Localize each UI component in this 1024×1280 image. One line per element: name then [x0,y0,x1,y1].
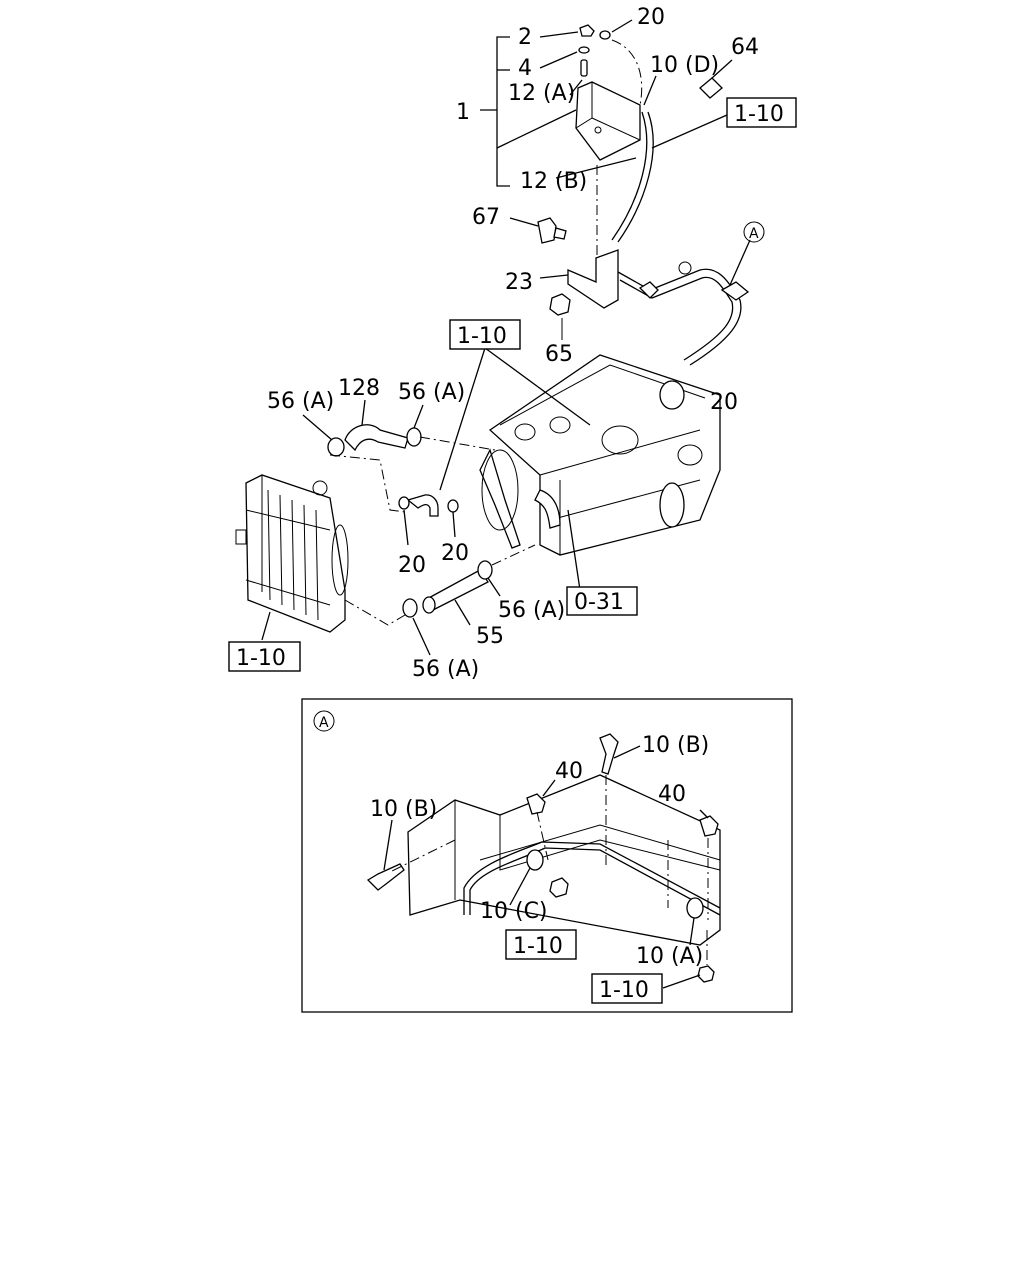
label-part-128: 128 [338,376,380,401]
ref-box-label: 1-10 [457,324,507,349]
ref-box-label: 0-31 [574,590,624,615]
label-part-20-right: 20 [710,390,738,415]
detail-a-inset [301,698,793,1013]
label-part-40-right: 40 [658,782,686,807]
hoses-and-clamps [302,347,591,656]
label-part-20-mid-left: 20 [398,553,426,578]
ref-box-label: 1-10 [513,934,563,959]
label-part-56a-lower-right: 56 (A) [498,598,565,623]
label-part-65: 65 [545,342,573,367]
reference-boxes: 1-10 1-10 0-31 1-10 1-10 1-10 [228,97,797,1004]
label-part-10b-top: 10 (B) [642,733,709,758]
label-part-1: 1 [456,100,470,125]
label-part-56a-upper-right: 56 (A) [398,380,465,405]
label-part-40-left: 40 [555,759,583,784]
ref-box-label: 1-10 [236,646,286,671]
label-part-10d: 10 (D) [650,53,719,78]
engine-block [479,354,721,556]
ref-box-label: 1-10 [734,102,784,127]
label-part-10c: 10 (C) [480,899,548,924]
radiator [235,474,349,641]
label-part-10a: 10 (A) [636,944,703,969]
label-part-64: 64 [731,35,759,60]
ref-box-0-31[interactable]: 0-31 [566,586,638,616]
detail-callout-a [743,221,765,243]
ref-box-1-10-inset-mid[interactable]: 1-10 [505,929,577,960]
label-part-56a-lower: 56 (A) [412,657,479,682]
label-part-55: 55 [476,624,504,649]
label-part-10b-left: 10 (B) [370,797,437,822]
label-part-20-mid-right: 20 [441,541,469,566]
label-part-67: 67 [472,205,500,230]
oil-cooler-assembly [480,19,765,399]
label-part-4: 4 [518,56,532,81]
label-part-56a-upper-left: 56 (A) [267,389,334,414]
inset-a-letter: A [319,715,329,731]
ref-box-1-10-center[interactable]: 1-10 [449,319,521,350]
label-part-12b: 12 (B) [520,169,587,194]
ref-box-label: 1-10 [599,978,649,1003]
part-number-labels: 2 20 4 10 (D) 64 12 (A) 1 12 (B) 67 23 6… [267,5,759,969]
label-part-20-top: 20 [637,5,665,30]
label-part-2: 2 [518,25,532,50]
label-part-23: 23 [505,270,533,295]
ref-box-1-10-inset-bottom[interactable]: 1-10 [591,973,663,1004]
ref-box-1-10-left[interactable]: 1-10 [228,641,301,672]
detail-callout-a-letter: A [749,226,759,242]
ref-box-1-10-top-right[interactable]: 1-10 [726,97,797,128]
label-part-12a: 12 (A) [508,81,575,106]
